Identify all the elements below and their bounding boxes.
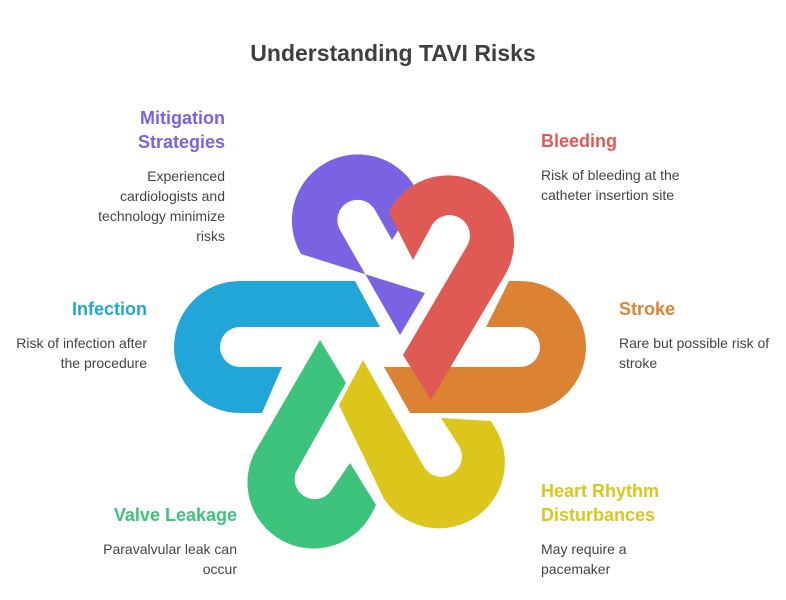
infection-description: Risk of infection after the procedure bbox=[16, 335, 147, 371]
infection-heading: Infection bbox=[72, 299, 147, 319]
heart-rhythm-loop bbox=[339, 360, 505, 529]
stroke-description: Rare but possible risk of stroke bbox=[619, 335, 770, 371]
bleeding-heading: Bleeding bbox=[541, 131, 618, 151]
bleeding-block: Bleeding Risk of bleeding at the cathete… bbox=[541, 129, 741, 205]
infection-loop bbox=[174, 281, 380, 413]
infection-block: Infection Risk of infection after the pr… bbox=[0, 297, 147, 373]
heart-rhythm-block: Heart Rhythm Disturbances May require a … bbox=[541, 479, 741, 579]
mitigation-block: Mitigation Strategies Experienced cardio… bbox=[40, 106, 225, 246]
mitigation-loop bbox=[291, 154, 425, 335]
valve-leakage-block: Valve Leakage Paravalvular leak can occu… bbox=[60, 503, 237, 579]
page-title: Understanding TAVI Risks bbox=[250, 40, 536, 66]
valve-leakage-heading: Valve Leakage bbox=[113, 505, 237, 525]
bleeding-loop bbox=[389, 175, 515, 400]
valve-leakage-loop bbox=[247, 340, 376, 549]
stroke-block: Stroke Rare but possible risk of stroke bbox=[619, 297, 786, 373]
bleeding-description: Risk of bleeding at the catheter inserti… bbox=[541, 167, 680, 203]
heart-rhythm-heading: Heart Rhythm Disturbances bbox=[541, 481, 660, 525]
mitigation-description: Experienced cardiologists and technology… bbox=[98, 168, 225, 244]
valve-leakage-description: Paravalvular leak can occur bbox=[103, 541, 237, 577]
heart-rhythm-description: May require a pacemaker bbox=[541, 541, 627, 577]
stroke-heading: Stroke bbox=[619, 299, 676, 319]
mitigation-heading: Mitigation Strategies bbox=[137, 108, 225, 152]
